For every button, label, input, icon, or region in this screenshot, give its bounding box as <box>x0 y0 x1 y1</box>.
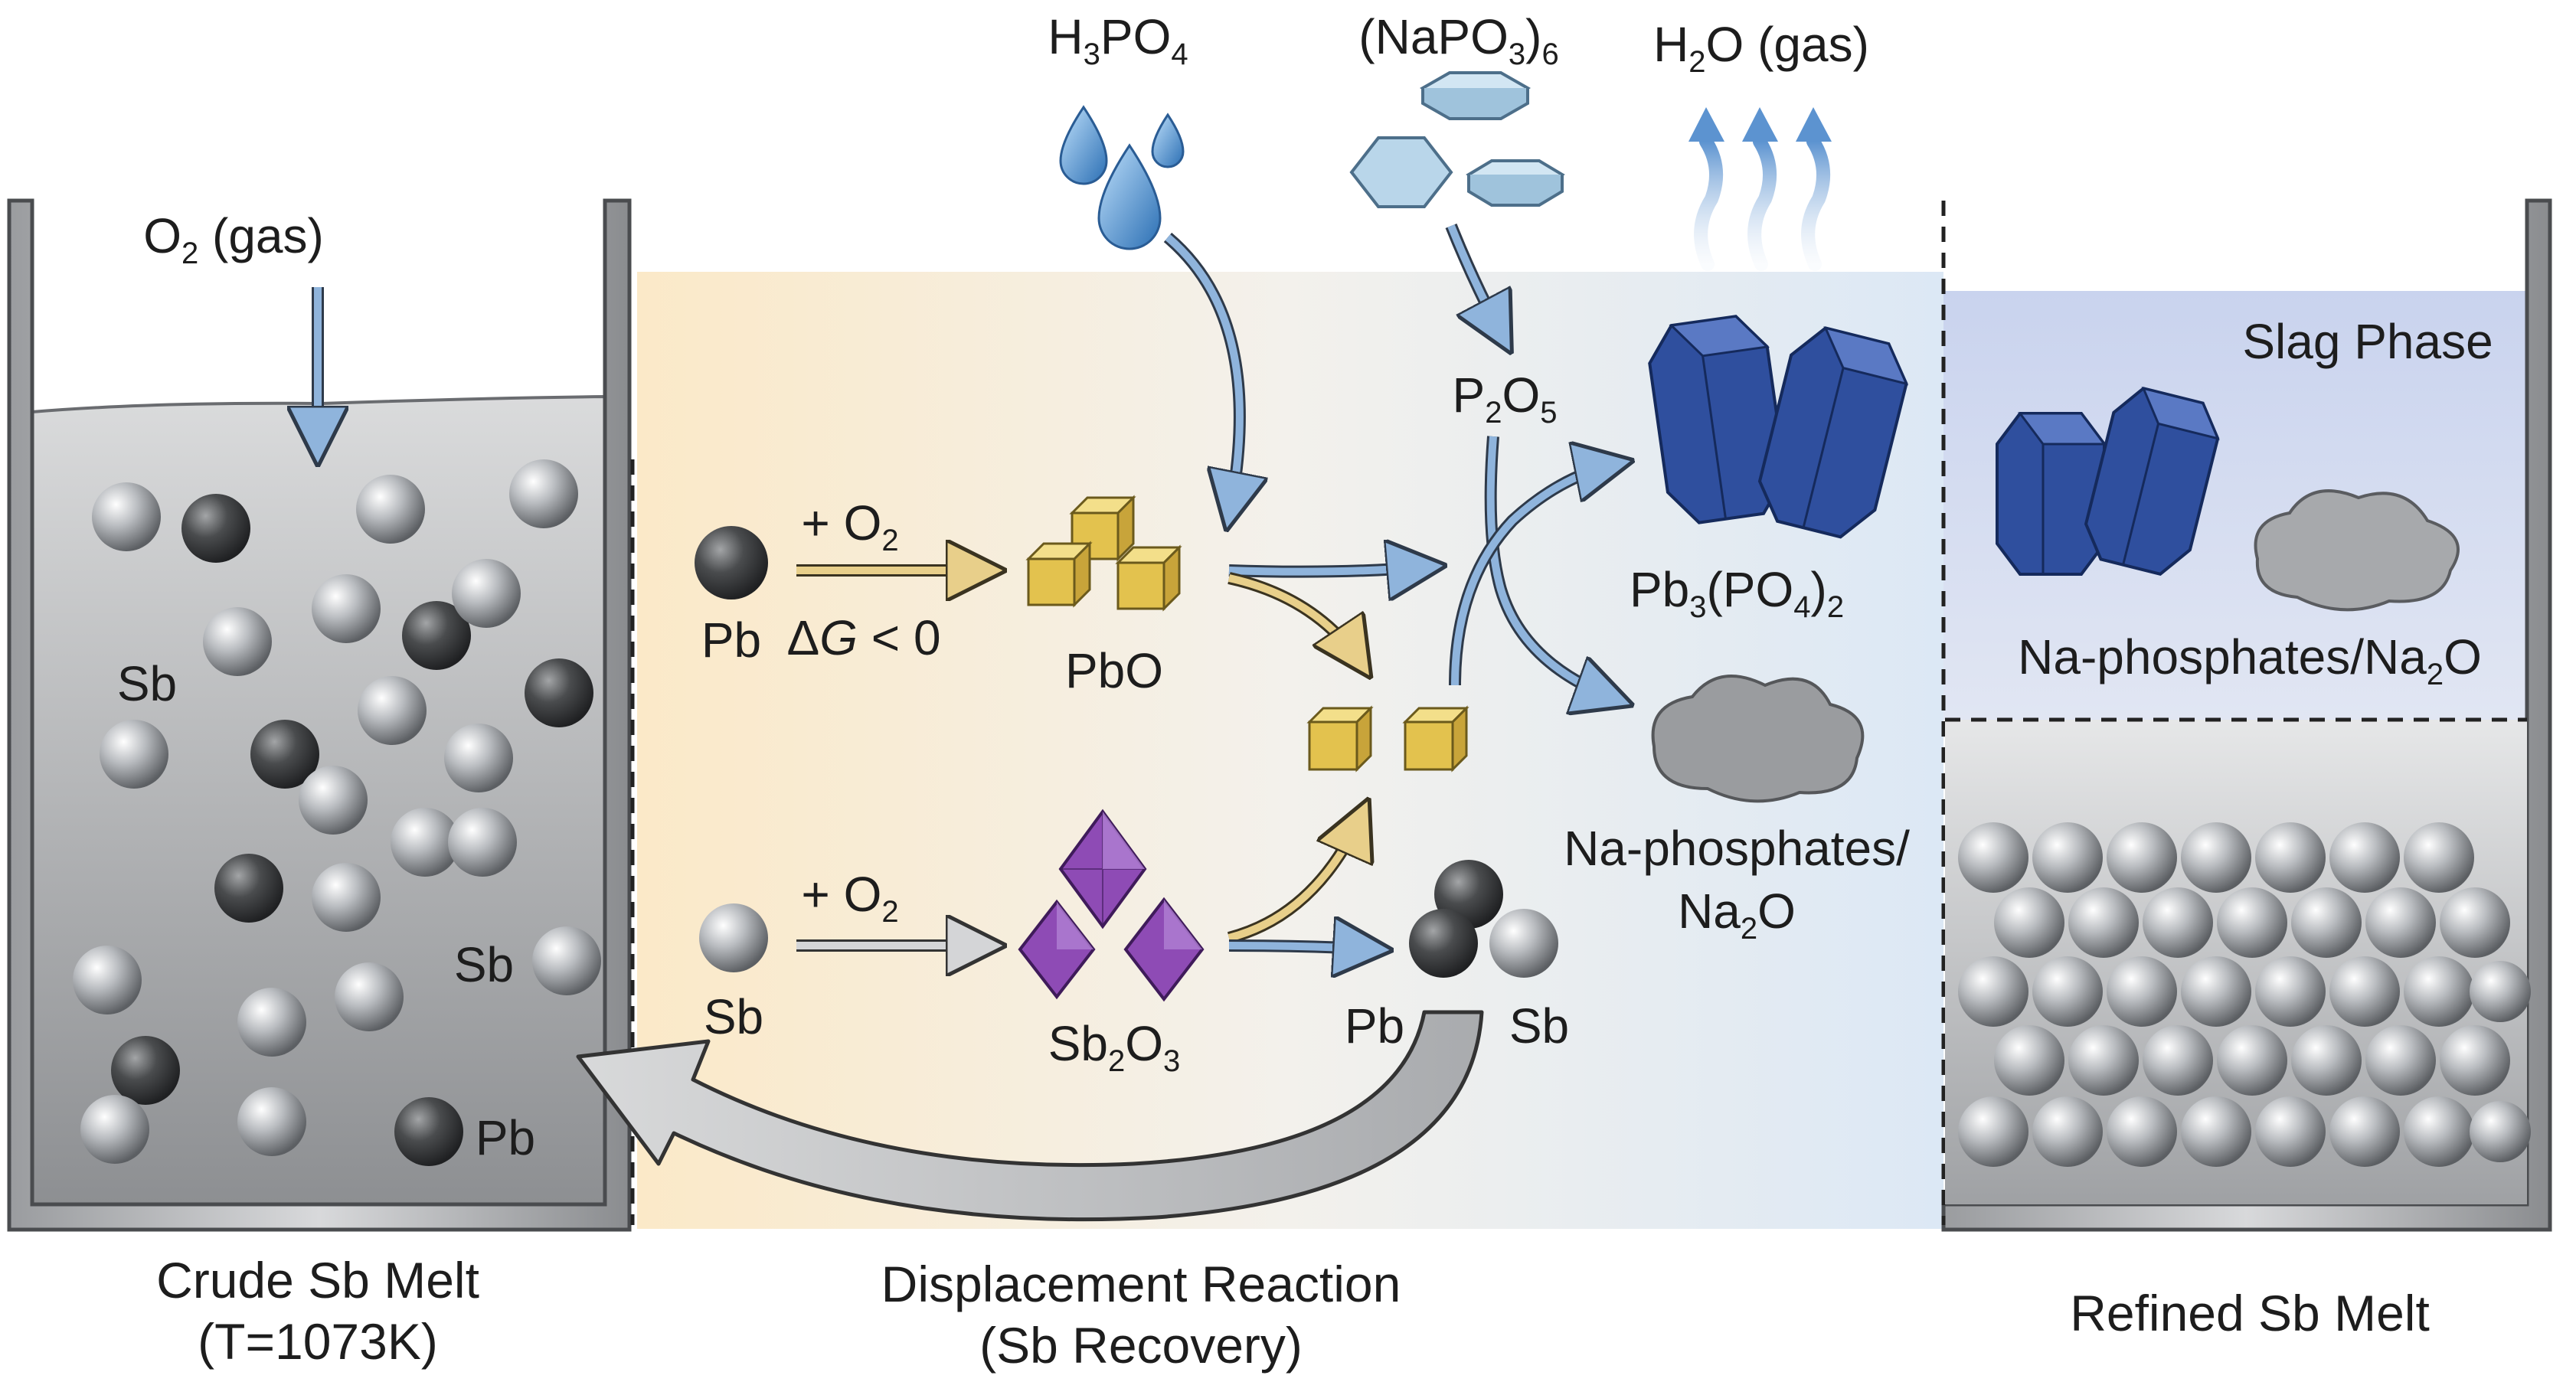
steam-arrows <box>1688 107 1832 271</box>
displacement-caption-2: (Sb Recovery) <box>979 1317 1303 1374</box>
h3po4-label: H3PO4 <box>1048 9 1188 71</box>
plus-o2-label-2: + O2 <box>801 867 898 929</box>
intermediate-pbo-cubes <box>1306 705 1469 773</box>
pb-sb-product-spheres <box>1409 860 1558 978</box>
pb-particle <box>394 1097 463 1166</box>
refined-melt-particles <box>1958 822 2531 1167</box>
pb-particle <box>402 601 471 670</box>
crude-sb-label-1: Sb <box>117 656 177 711</box>
pb3po42-label: Pb3(PO4)2 <box>1630 562 1844 624</box>
refined-melt-caption: Refined Sb Melt <box>2070 1285 2430 1341</box>
sb-particle <box>356 475 425 544</box>
sb-particle <box>299 766 368 835</box>
sb-particle <box>237 988 306 1057</box>
pb-particle <box>181 494 250 563</box>
sb-particle <box>80 1095 149 1164</box>
pb-particle <box>525 658 593 727</box>
slag-phase-title: Slag Phase <box>2242 314 2493 369</box>
sb-reactant-label: Sb <box>704 989 763 1044</box>
pb-reactant-label: Pb <box>701 613 761 668</box>
pb3po42-prisms <box>1648 315 1909 539</box>
napo3-label: (NaPO3)6 <box>1358 9 1558 71</box>
na-phosphate-blob <box>1651 675 1865 803</box>
crude-pb-label: Pb <box>476 1110 535 1165</box>
h3po4-droplets <box>1059 105 1185 250</box>
h2o-gas-label: H2O (gas) <box>1653 17 1869 79</box>
o2-gas-inlet: O2 (gas) <box>143 208 324 452</box>
slag-na-phosphate-blob <box>2254 489 2460 612</box>
displacement-caption-1: Displacement Reaction <box>881 1256 1401 1312</box>
sb-particle <box>237 1087 306 1156</box>
pb-reactant-sphere <box>695 526 768 599</box>
sb-reactant-sphere <box>699 903 768 972</box>
sb-particle <box>92 482 161 551</box>
pbo-cubes <box>1025 495 1182 612</box>
slag-pb3po42-prisms <box>1996 387 2220 576</box>
sb-particle <box>444 724 513 792</box>
sb-particle <box>532 926 601 995</box>
crude-sb-label-2: Sb <box>454 937 514 992</box>
sb-particle <box>358 676 427 745</box>
sb-particle <box>203 607 272 676</box>
sb-product-label: Sb <box>1509 998 1569 1054</box>
sb-particle <box>391 808 459 877</box>
sb-particle <box>509 459 578 528</box>
pb-particle <box>250 720 319 789</box>
delta-g-label: ΔG < 0 <box>786 610 940 665</box>
sb-particle <box>73 946 142 1014</box>
pb-particle <box>111 1036 180 1105</box>
na-phosphates-label-2: Na2O <box>1678 884 1796 946</box>
pbo-label: PbO <box>1065 643 1163 698</box>
sb-recovery-arrow <box>576 1010 1484 1222</box>
crude-melt-caption-2: (T=1073K) <box>198 1313 438 1370</box>
sb-particle <box>100 720 168 789</box>
sb-particle <box>312 863 381 932</box>
slag-na-phosphates-label: Na-phosphates/Na2O <box>2018 629 2482 691</box>
na-phosphates-label-1: Na-phosphates/ <box>1564 821 1910 876</box>
sb-particle <box>312 574 381 643</box>
pb-particle <box>214 854 283 923</box>
o2-gas-label: O2 (gas) <box>143 208 324 270</box>
crude-melt-particles <box>73 459 601 1166</box>
crude-melt-caption-1: Crude Sb Melt <box>156 1252 479 1308</box>
p2o5-label: P2O5 <box>1453 368 1558 430</box>
sb-particle <box>448 808 517 877</box>
sb-particle <box>452 559 521 628</box>
plus-o2-label-1: + O2 <box>801 495 898 557</box>
sb2o3-label: Sb2O3 <box>1048 1016 1181 1078</box>
pb-product-label: Pb <box>1345 998 1404 1054</box>
sb2o3-crystals <box>1018 809 1205 1002</box>
sb-particle <box>335 962 404 1031</box>
napo3-crystals <box>1349 71 1565 208</box>
